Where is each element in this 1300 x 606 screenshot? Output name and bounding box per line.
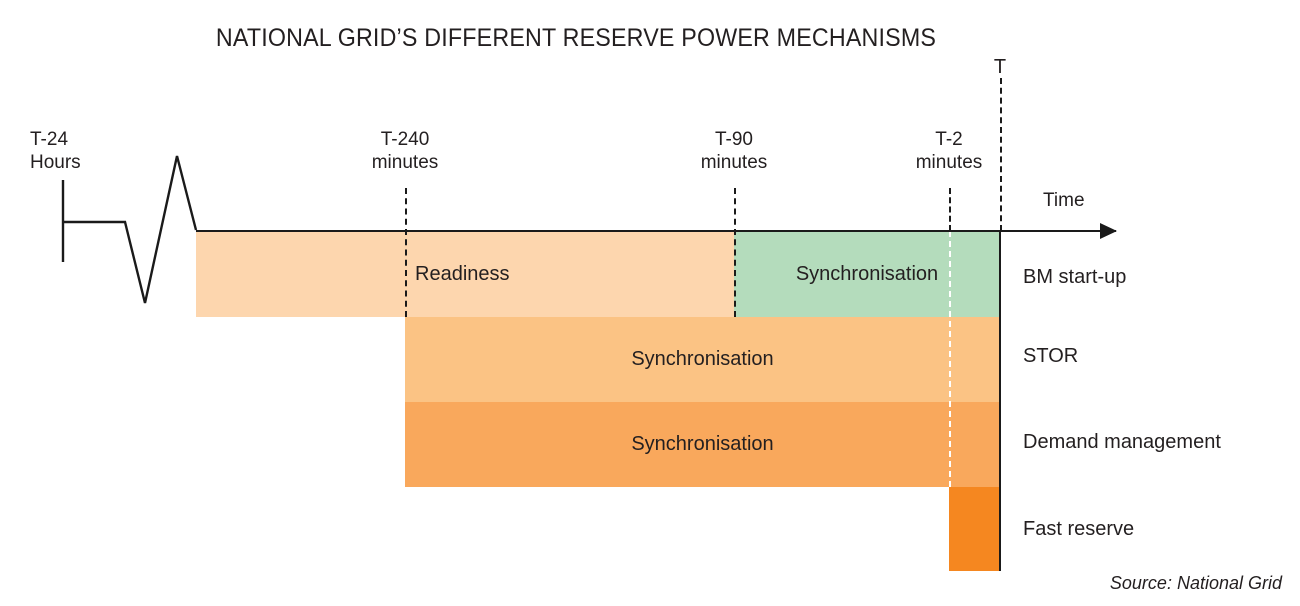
bar-stor-synchronisation: Synchronisation — [405, 317, 1000, 402]
tick-line1: T-240 — [380, 129, 430, 150]
tick-line1: T-90 — [714, 129, 754, 150]
bar-right-edge — [999, 231, 1001, 571]
page-title: NATIONAL GRID’S DIFFERENT RESERVE POWER … — [215, 24, 937, 52]
bar-bm-synchronisation: Synchronisation — [734, 231, 1000, 317]
bar-bm-readiness: Readiness — [196, 231, 734, 317]
bar-label-stor-synchronisation: Synchronisation — [631, 348, 774, 370]
bar-label-demand-management-synchronisation: Synchronisation — [631, 433, 774, 455]
source-note: Source: National Grid — [1109, 573, 1282, 593]
tick-line1: T-2 — [935, 129, 963, 150]
bar-label-bm-synchronisation: Synchronisation — [795, 262, 939, 285]
row-label-demand-management: Demand management — [1023, 431, 1221, 453]
row-label-fast-reserve: Fast reserve — [1023, 518, 1135, 540]
bar-demand-management-synchronisation: Synchronisation — [405, 402, 1000, 487]
tick-line2: minutes — [915, 152, 983, 173]
gridline-t-now — [1000, 78, 1002, 231]
tick-line2: minutes — [371, 152, 439, 173]
tick-line1: T-24 — [30, 129, 69, 150]
time-axis-arrow-icon — [1100, 223, 1117, 239]
axis-break-zigzag-icon — [61, 155, 198, 304]
time-axis-line — [196, 230, 1116, 232]
row-label-stor: STOR — [1023, 345, 1079, 367]
tick-label-t-24-hours: T-24 Hours — [30, 128, 140, 174]
time-axis-label: Time — [1043, 190, 1085, 211]
gridline-t-90-minutes — [734, 188, 736, 317]
tick-label-t-240-minutes: T-240 minutes — [325, 128, 485, 174]
gridline-t-240-minutes — [405, 188, 407, 317]
bar-label-bm-readiness: Readiness — [415, 262, 510, 285]
tick-label-t-90-minutes: T-90 minutes — [654, 128, 814, 174]
tick-line2: minutes — [700, 152, 768, 173]
bar-fast-reserve — [949, 487, 1000, 571]
gridline-t-2-minutes — [949, 188, 951, 231]
gridline-t-2-minutes-over-bars — [949, 231, 951, 487]
tick-line2: Hours — [30, 152, 81, 173]
tick-label-t-now: T — [993, 56, 1007, 78]
tick-label-t-2-minutes: T-2 minutes — [869, 128, 1029, 174]
row-label-bm-start-up: BM start-up — [1023, 266, 1127, 288]
